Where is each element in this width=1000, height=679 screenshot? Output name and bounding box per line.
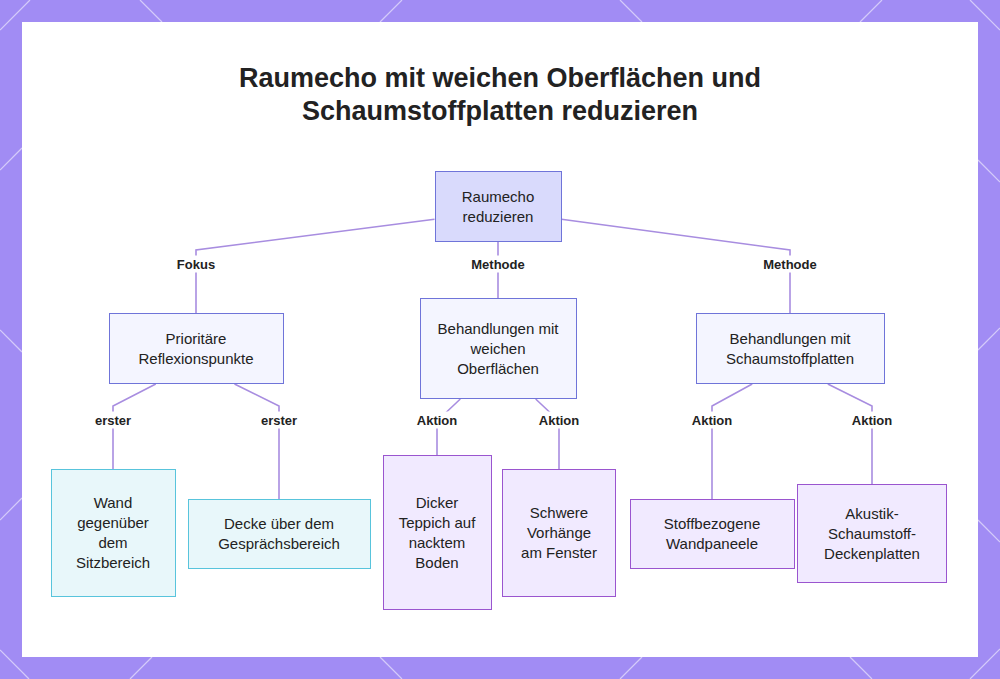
node-label: Akustik-Schaumstoff-Deckenplatten (810, 504, 934, 564)
action-box: Stoffbezogene Wandpaneele (630, 499, 795, 569)
action-box: Wand gegenüber dem Sitzbereich (51, 469, 176, 597)
branch-box: Behandlungen mit Schaumstoffplatten (696, 313, 885, 384)
branch-box: Prioritäre Reflexionspunkte (109, 313, 284, 384)
edge-label: Methode (759, 256, 820, 273)
root-box: Raumecho reduzieren (435, 171, 562, 242)
edge-label: Aktion (413, 412, 461, 429)
action-box: Schwere Vorhänge am Fenster (502, 469, 616, 597)
node-label: Raumecho reduzieren (448, 187, 549, 227)
edge-label: Aktion (688, 412, 736, 429)
action-box: Decke über dem Gesprächsbereich (188, 499, 371, 569)
connector-line (828, 384, 872, 484)
connector-line (562, 219, 791, 313)
node-label: Wand gegenüber dem Sitzbereich (64, 493, 163, 573)
edge-label: Fokus (173, 256, 219, 273)
node-label: Dicker Teppich auf nacktem Boden (396, 493, 479, 573)
node-label: Decke über dem Gesprächsbereich (201, 514, 358, 554)
edge-label: Aktion (848, 412, 896, 429)
edge-label: Methode (467, 256, 528, 273)
edge-label: Aktion (535, 412, 583, 429)
connector-line (196, 219, 435, 313)
node-label: Behandlungen mit Schaumstoffplatten (709, 329, 872, 369)
node-label: Behandlungen mit weichen Oberflächen (433, 319, 564, 379)
edge-label: erster (257, 412, 301, 429)
node-label: Schwere Vorhänge am Fenster (515, 503, 603, 563)
action-box: Dicker Teppich auf nacktem Boden (383, 455, 492, 610)
connector-line (536, 399, 559, 469)
node-label: Stoffbezogene Wandpaneele (643, 514, 782, 554)
action-box: Akustik-Schaumstoff-Deckenplatten (797, 484, 947, 583)
connector-line (712, 384, 752, 499)
branch-box: Behandlungen mit weichen Oberflächen (420, 298, 577, 399)
node-label: Prioritäre Reflexionspunkte (122, 329, 271, 369)
diagram-title: Raumecho mit weichen Oberflächen und Sch… (180, 62, 820, 128)
connector-line (235, 384, 280, 499)
edge-label: erster (91, 412, 135, 429)
